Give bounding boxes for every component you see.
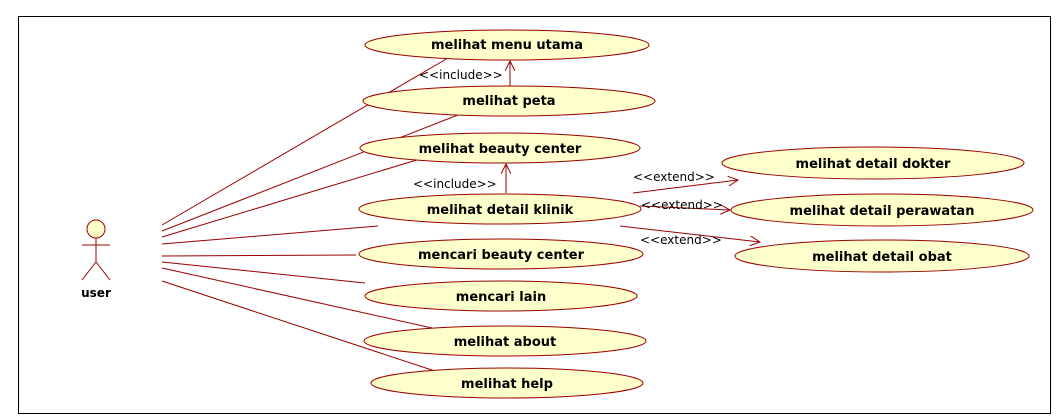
assoc-peta	[161, 110, 469, 232]
assoc-help	[161, 280, 445, 375]
use-case-label: melihat detail perawatan	[790, 204, 975, 219]
use-case-label: melihat detail dokter	[796, 157, 952, 172]
use-case-label: mencari lain	[456, 290, 546, 305]
extend-arrow-obat	[619, 225, 760, 242]
assoc-mencari-beauty-center	[161, 254, 357, 257]
use-case-menu-utama[interactable]: melihat menu utama	[364, 29, 650, 61]
use-case-mencari-beauty-center[interactable]: mencari beauty center	[358, 238, 644, 270]
use-case-label: mencari beauty center	[418, 248, 585, 263]
extend-label: <<extend>>	[640, 233, 722, 247]
include-label: <<include>>	[419, 68, 503, 82]
assoc-beauty-center	[161, 158, 421, 238]
use-case-label: melihat help	[461, 377, 553, 392]
assoc-about	[161, 267, 433, 329]
extend-label: <<extend>>	[641, 198, 723, 212]
stick-figure-actor-icon	[81, 219, 111, 281]
actor-label: user	[81, 286, 111, 300]
assoc-mencari-lain	[161, 261, 366, 284]
use-case-label: melihat peta	[462, 94, 555, 109]
use-case-about[interactable]: melihat about	[363, 325, 647, 357]
use-case-detail-dokter[interactable]: melihat detail dokter	[721, 146, 1025, 180]
use-case-detail-klinik[interactable]: melihat detail klinik	[358, 193, 642, 225]
use-case-label: melihat about	[454, 335, 557, 350]
use-case-label: melihat detail klinik	[427, 203, 574, 218]
assoc-menu-utama	[161, 57, 449, 226]
association-lines	[161, 57, 469, 375]
include-label: <<include>>	[413, 177, 497, 191]
use-case-help[interactable]: melihat help	[370, 367, 644, 399]
actor-user[interactable]: user	[81, 219, 111, 300]
include-arrows	[506, 61, 510, 193]
extend-arrow-perawatan	[639, 206, 730, 210]
use-case-label: melihat detail obat	[812, 250, 952, 265]
use-case-beauty-center[interactable]: melihat beauty center	[359, 132, 641, 164]
use-case-label: melihat menu utama	[431, 38, 583, 53]
assoc-detail-klinik	[161, 225, 379, 245]
extend-label: <<extend>>	[633, 170, 715, 184]
use-case-detail-obat[interactable]: melihat detail obat	[734, 239, 1030, 273]
use-case-peta[interactable]: melihat peta	[362, 85, 656, 117]
extend-arrow-dokter	[632, 180, 738, 194]
extend-arrows	[619, 180, 760, 242]
use-case-label: melihat beauty center	[419, 142, 582, 157]
use-case-detail-perawatan[interactable]: melihat detail perawatan	[730, 193, 1034, 227]
use-case-mencari-lain[interactable]: mencari lain	[364, 280, 638, 312]
